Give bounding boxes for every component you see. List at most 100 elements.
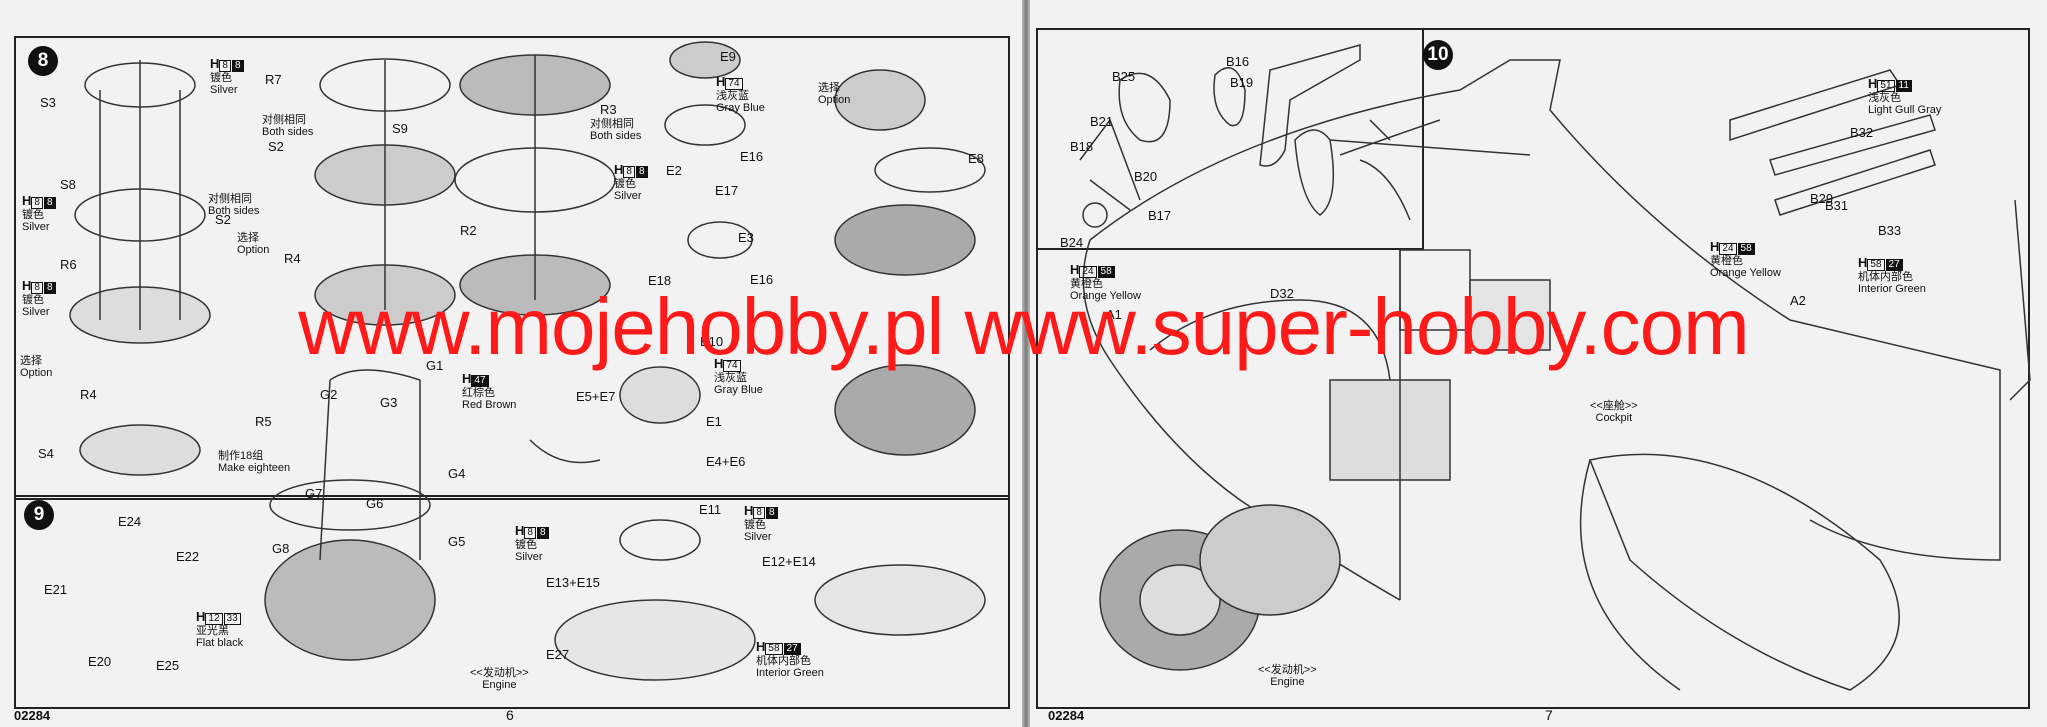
part-label-s4: S4: [38, 446, 54, 461]
paint-code-dark-3: 8: [43, 282, 56, 294]
part-label-e9: E9: [720, 49, 736, 64]
option-cn-3: 选择: [818, 82, 840, 94]
part-label-e24: E24: [118, 514, 142, 529]
option-en: Option: [237, 244, 270, 256]
part-label-e16-b: E16: [750, 272, 774, 287]
part-label-e5e7: E5+E7: [576, 389, 616, 404]
step-9-frame: [14, 495, 1010, 709]
step-8-frame: [14, 36, 1010, 500]
part-label-b16: B16: [1226, 54, 1250, 69]
make18-cn: 制作18组: [218, 450, 264, 462]
part-label-s3: S3: [40, 95, 56, 110]
kit-code-right: 02284: [1048, 708, 1085, 723]
part-label-b32: B32: [1850, 125, 1874, 140]
part-label-e1: E1: [706, 414, 722, 429]
part-label-r2: R2: [460, 223, 477, 238]
part-label-g1: G1: [426, 358, 444, 373]
part-label-r7: R7: [265, 72, 282, 87]
part-label-b20: B20: [1134, 169, 1158, 184]
part-label-r4-b: R4: [284, 251, 301, 266]
option-en-3: Option: [818, 94, 851, 106]
instruction-page-7: 10 B25 B16 B19 B21 B18 B20 B17 B24 D32 B…: [1030, 0, 2047, 727]
cockpit-caption: <<座舱>>Cockpit: [1590, 400, 1638, 424]
interiorgreen-cn: 机体内部色: [756, 655, 811, 667]
paint-code-58b: 58: [1737, 243, 1755, 255]
part-label-g7: G7: [305, 486, 323, 501]
part-label-r3: R3: [600, 102, 617, 117]
grayblue-en: Gray Blue: [716, 102, 765, 114]
kit-code-left: 02284: [14, 708, 51, 723]
part-label-b33: B33: [1878, 223, 1902, 238]
part-label-g8: G8: [272, 541, 290, 556]
both-sides-en-2: Both sides: [208, 205, 260, 217]
part-label-e11: E11: [699, 502, 722, 517]
both-sides-cn: 对侧相同: [262, 114, 306, 126]
orangeyellow-cn-2: 黄橙色: [1710, 255, 1743, 267]
part-label-b29: B29: [1810, 191, 1834, 206]
paint-code-8c: 8: [753, 507, 765, 519]
part-label-r4: R4: [80, 387, 97, 402]
paint-code-51: 51: [1877, 80, 1895, 92]
interiorgreen-cn-2: 机体内部色: [1858, 271, 1913, 283]
part-label-e12e14: E12+E14: [762, 554, 816, 569]
page-number-left: 6: [506, 707, 514, 723]
part-label-e13e15: E13+E15: [546, 575, 600, 590]
engine-cn: <<发动机>>: [470, 667, 529, 679]
part-label-e18: E18: [648, 273, 672, 288]
option-en-2: Option: [20, 367, 53, 379]
step-8-9-drawings: [69, 41, 986, 681]
silver-en-5: Silver: [515, 551, 543, 563]
paint-code-58: 58: [765, 643, 783, 655]
book-gutter: [1022, 0, 1030, 727]
paint-code-24: 24: [1079, 266, 1097, 278]
step-10-drawings: [1079, 44, 2031, 691]
step-10-badge: 10: [1423, 40, 1453, 70]
grayblue-cn: 浅灰蓝: [716, 90, 749, 102]
grayblue-en-2: Gray Blue: [714, 384, 763, 396]
silver-cn-6: 镀色: [744, 519, 766, 531]
engine-caption-left: <<发动机>>Engine: [470, 667, 529, 691]
part-label-b21: B21: [1090, 114, 1114, 129]
engine-en-r: Engine: [1270, 676, 1305, 688]
paint-code-8d: 8: [765, 507, 778, 519]
silver-cn: 镀色: [210, 72, 232, 84]
part-label-g4: G4: [448, 466, 466, 481]
silver-en-2: Silver: [22, 221, 50, 233]
part-label-e17: E17: [715, 183, 739, 198]
paint-code-2: 8: [31, 197, 43, 209]
orangeyellow-cn: 黄橙色: [1070, 278, 1103, 290]
engine-caption-right: <<发动机>>Engine: [1258, 664, 1317, 688]
paint-code-47: 47: [471, 375, 489, 387]
paint-code-8b: 8: [536, 527, 549, 539]
cockpit-en: Cockpit: [1595, 412, 1633, 424]
option-cn-2: 选择: [20, 355, 42, 367]
make18-en: Make eighteen: [218, 462, 291, 474]
both-sides-cn-2: 对侧相同: [208, 193, 252, 205]
part-label-b31: B31: [1825, 198, 1849, 213]
orangeyellow-en: Orange Yellow: [1070, 290, 1141, 302]
silver-en-3: Silver: [22, 306, 50, 318]
part-label-s2: S2: [268, 139, 284, 154]
part-label-d32: D32: [1270, 286, 1294, 301]
part-label-r6: R6: [60, 257, 77, 272]
part-label-e21: E21: [44, 582, 68, 597]
paint-code-58a: 58: [1097, 266, 1115, 278]
part-label-a1: A1: [1106, 307, 1122, 322]
step-8-badge: 8: [28, 46, 58, 76]
part-label-e22: E22: [176, 549, 200, 564]
part-label-s9: S9: [392, 121, 408, 136]
